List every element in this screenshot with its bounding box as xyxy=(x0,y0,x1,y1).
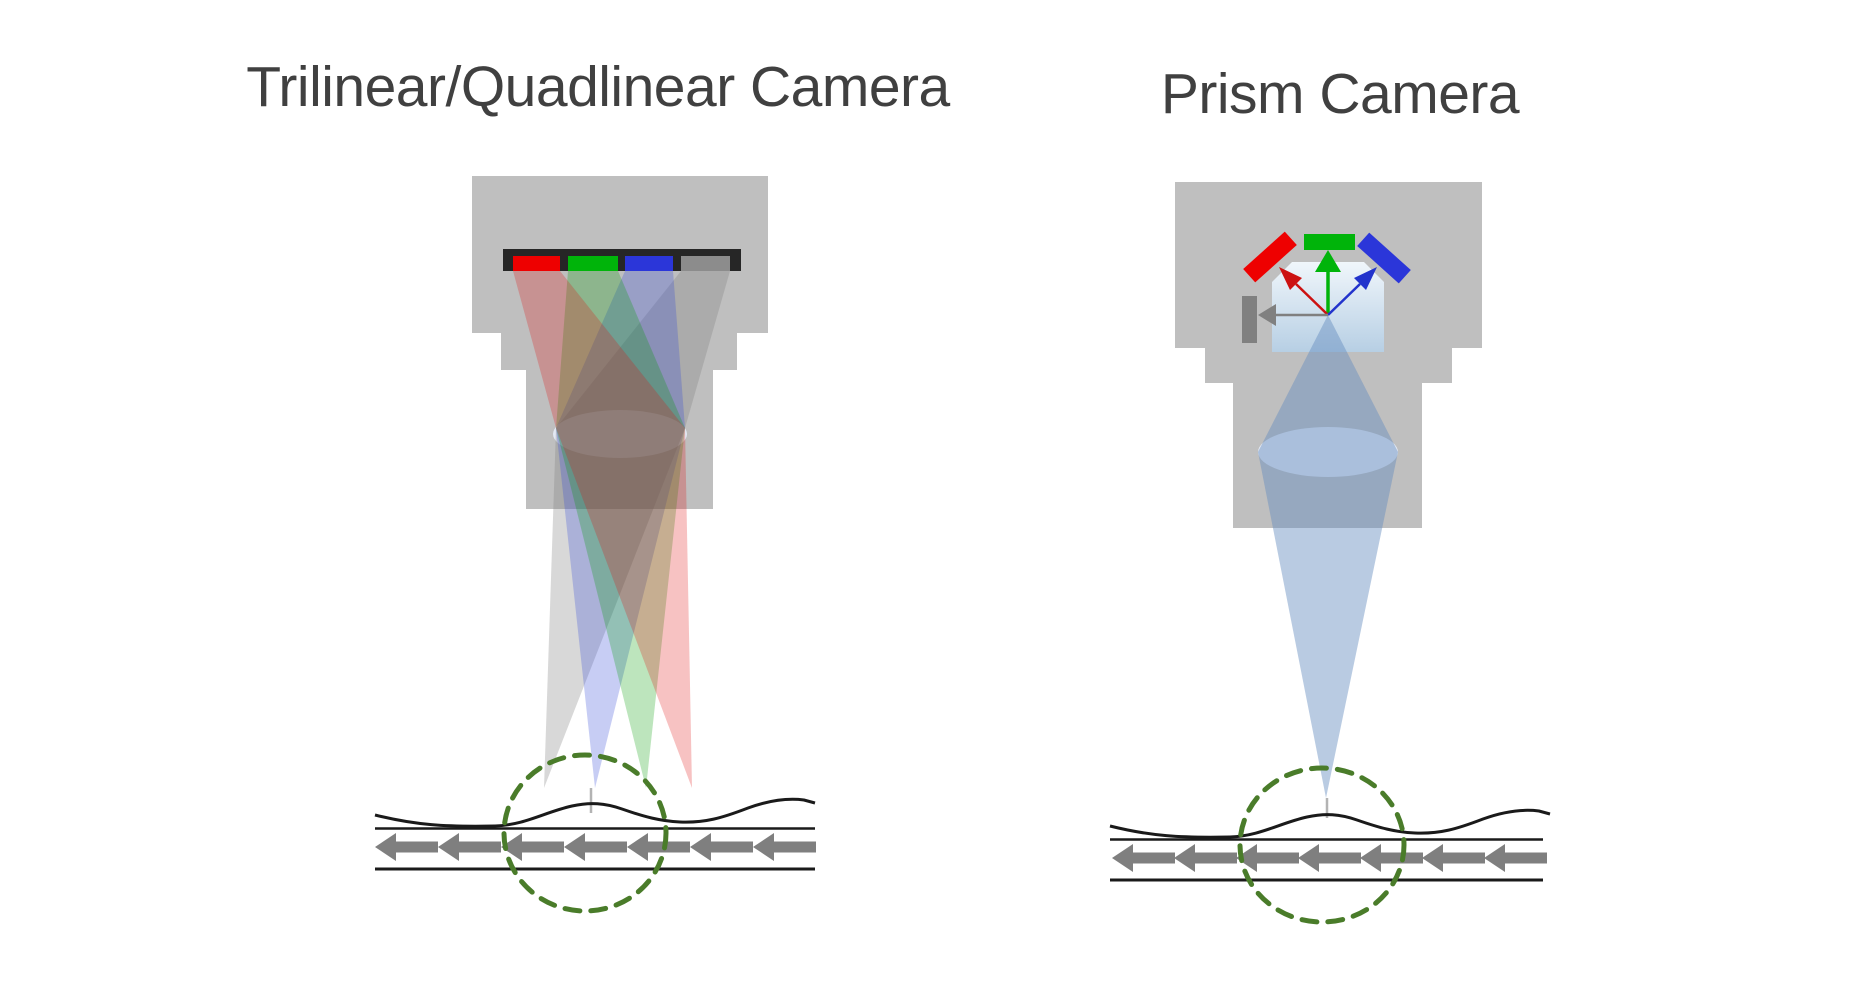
blue-arrowhead-icon xyxy=(1354,267,1377,290)
lens-icon xyxy=(1258,427,1398,477)
prism-camera-figure xyxy=(1108,182,1552,925)
gray-channel-sensor xyxy=(1242,296,1257,343)
trilinear-camera-figure xyxy=(373,176,817,914)
arrow-left-icon xyxy=(1360,844,1423,872)
arrow-left-icon xyxy=(1484,844,1547,872)
green-line-sensor xyxy=(568,256,618,271)
prism-split-arrows xyxy=(1258,250,1377,326)
right-diagram-title: Prism Camera xyxy=(1160,62,1520,126)
arrow-left-icon xyxy=(1422,844,1485,872)
red-split-arrow xyxy=(1295,283,1329,316)
conveyor-surface xyxy=(1108,808,1552,882)
gray-line-sensor xyxy=(681,256,730,271)
red-line-sensor xyxy=(513,256,560,271)
arrow-left-icon xyxy=(1112,844,1175,872)
light-cone xyxy=(1258,315,1398,798)
red-beam xyxy=(513,271,692,788)
arrow-left-icon xyxy=(564,833,627,861)
arrow-left-icon xyxy=(375,833,438,861)
gray-beam xyxy=(544,271,730,788)
blue-split-arrow xyxy=(1327,283,1361,316)
red-arrowhead-icon xyxy=(1279,267,1302,290)
green-arrowhead-icon xyxy=(1315,250,1341,272)
arrow-left-icon xyxy=(1174,844,1237,872)
arrow-left-icon xyxy=(1298,844,1361,872)
blue-line-sensor xyxy=(625,256,673,271)
blue-beam xyxy=(556,271,685,788)
lens-icon xyxy=(553,410,687,458)
left-diagram-title: Trilinear/Quadlinear Camera xyxy=(246,55,950,119)
green-channel-sensor xyxy=(1304,234,1355,250)
motion-arrows xyxy=(1112,844,1547,872)
scan-region-circle xyxy=(501,752,669,914)
scan-region-circle xyxy=(1237,765,1407,925)
green-beam xyxy=(556,271,685,788)
arrow-left-icon xyxy=(501,833,564,861)
conveyor-surface xyxy=(373,797,817,871)
motion-arrows xyxy=(375,833,816,861)
surface-wave-line xyxy=(1108,808,1552,839)
arrow-left-icon xyxy=(753,833,816,861)
red-channel-sensor xyxy=(1243,231,1297,283)
blue-channel-sensor xyxy=(1357,232,1411,284)
arrow-left-icon xyxy=(627,833,690,861)
arrow-left-icon xyxy=(1236,844,1299,872)
gray-arrowhead-icon xyxy=(1258,304,1276,326)
arrow-left-icon xyxy=(690,833,753,861)
surface-wave-line xyxy=(373,797,817,828)
arrow-left-icon xyxy=(438,833,501,861)
